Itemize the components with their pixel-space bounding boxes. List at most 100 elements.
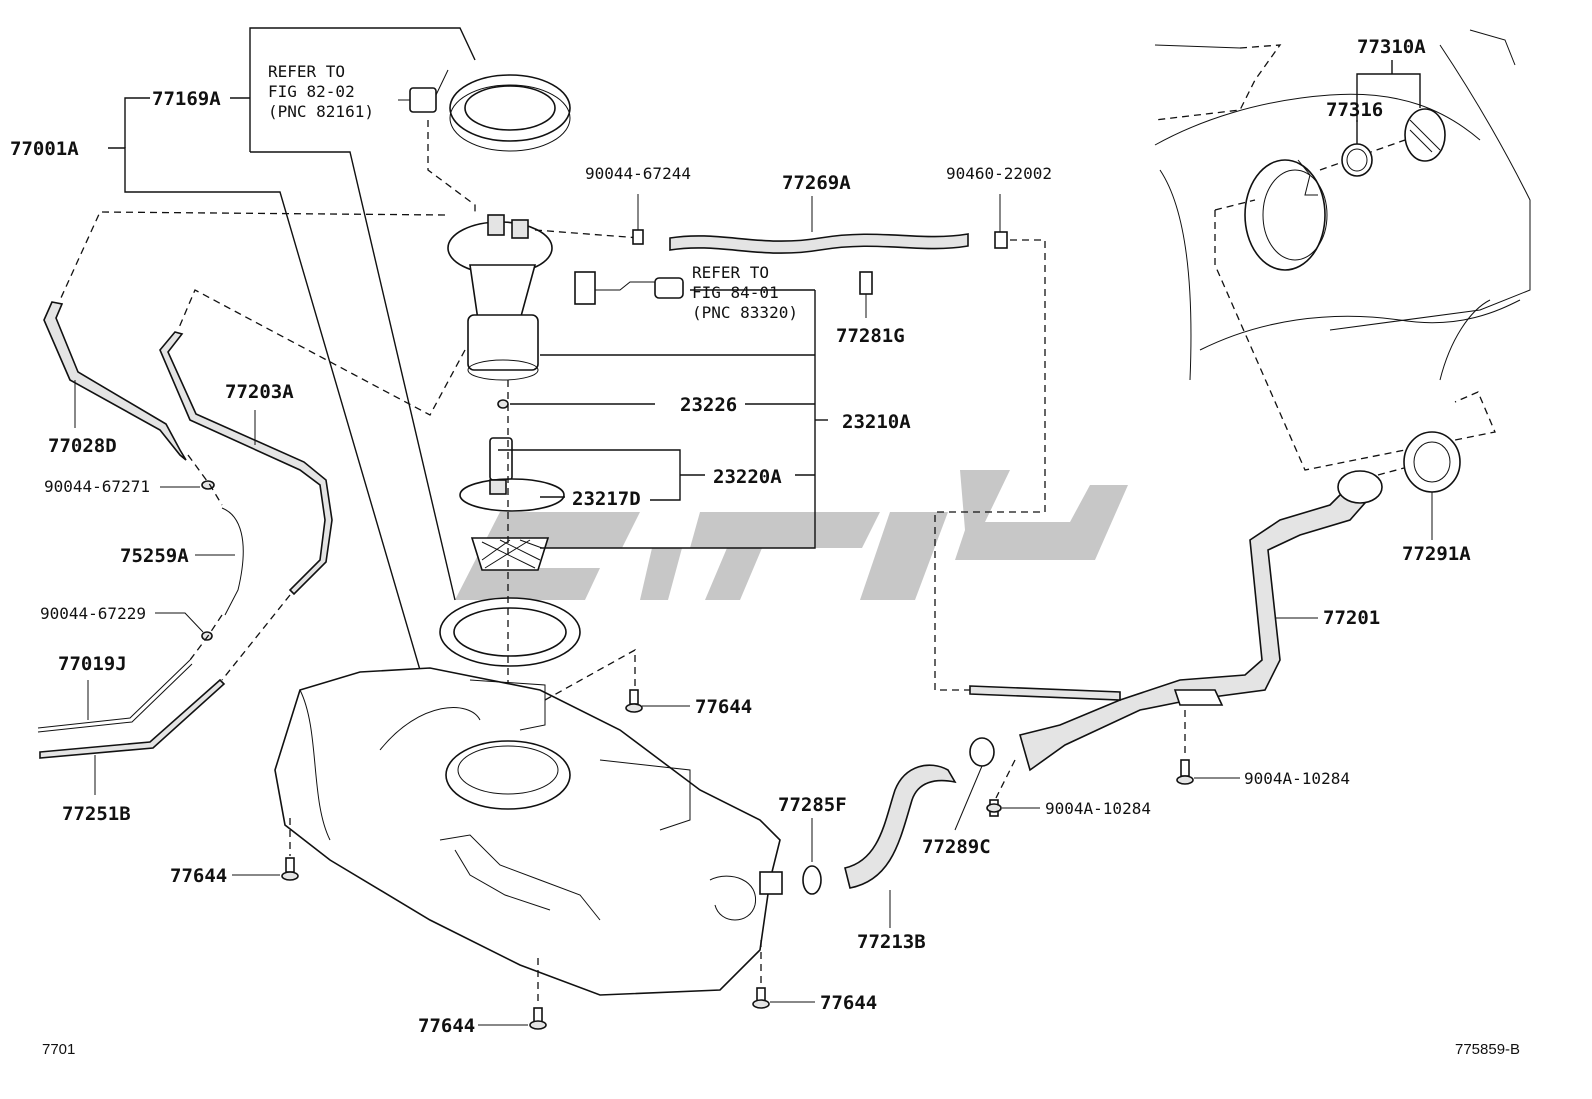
label-90460-22002: 90460-22002: [946, 164, 1052, 183]
dash-77291A: [1377, 467, 1405, 476]
bolt-77644-left: [281, 857, 299, 881]
fuel-tank: [274, 667, 781, 996]
label-77201: 77201: [1323, 607, 1380, 629]
refer-82-line3: (PNC 82161): [268, 102, 374, 121]
part-labels: 77169A 77001A 77028D 90044-67271 77203A …: [10, 36, 1471, 1037]
dash-pump-tube: [59, 211, 446, 301]
leader-77169A-tank: [250, 151, 456, 601]
label-90044-67244: 90044-67244: [585, 164, 691, 183]
clamp-77285F: [802, 818, 822, 895]
hose-75259A: [221, 507, 244, 616]
tank-inlet: [759, 871, 783, 895]
gasket-ring: [439, 597, 581, 667]
refer-84-line3: (PNC 83320): [692, 303, 798, 322]
tube-77019J-b: [37, 663, 193, 733]
label-77251B: 77251B: [62, 803, 131, 825]
dash-77203A: [221, 594, 291, 681]
label-77281G: 77281G: [836, 325, 905, 347]
pump-23220A: [489, 437, 513, 481]
label-23226: 23226: [680, 394, 737, 416]
label-77644-left: 77644: [170, 865, 227, 887]
bracket-23210A: [540, 290, 816, 549]
label-77019J: 77019J: [58, 653, 127, 675]
label-77289C: 77289C: [922, 836, 991, 858]
refer-84-line2: FIG 84-01: [692, 283, 779, 302]
bolt-77644-bottom: [529, 1007, 547, 1030]
label-75259A: 75259A: [120, 545, 189, 567]
label-77291A: 77291A: [1402, 543, 1471, 565]
hose-77269A: [669, 233, 969, 254]
filler-neck: [1337, 470, 1383, 504]
label-90044-67229: 90044-67229: [40, 604, 146, 623]
clamp-77289C: [954, 737, 995, 831]
valve-77281G: [859, 271, 873, 318]
connector-82161: [409, 69, 449, 113]
dash-pump-clip: [534, 229, 641, 239]
tube-77019J: [37, 659, 191, 729]
drawing-id: 775859-B: [1455, 1041, 1520, 1058]
label-77644-top: 77644: [695, 696, 752, 718]
watermark-logo: [455, 470, 1128, 624]
grommet-77291A: [1403, 431, 1461, 493]
strainer-23210A: [470, 537, 550, 571]
bolt-77644-right: [752, 987, 770, 1009]
breather-tube: [969, 685, 1121, 701]
tube-77251B: [39, 678, 226, 759]
retainer-ring: [449, 74, 571, 152]
tube-77028D: [43, 301, 187, 461]
label-77644-bottom: 77644: [418, 1015, 475, 1037]
body-panel-view: [1154, 29, 1531, 381]
sender-gauge-83320: [574, 271, 684, 305]
dash-67271: [187, 454, 223, 506]
refer-82-line1: REFER TO: [268, 62, 345, 81]
clip-90044-67244: [632, 229, 644, 245]
label-23220A: 23220A: [713, 466, 782, 488]
leader-77001A: [108, 147, 421, 671]
tube-77203A: [159, 331, 333, 596]
dash-tank-top-bolt: [544, 648, 636, 701]
clip-90460-22002: [994, 231, 1008, 249]
bracket-bolt-9004A-a: [1173, 689, 1224, 785]
clip-90044-67229: [201, 631, 213, 641]
filter-23217D: [459, 478, 565, 512]
group-bracket-77169A: [249, 27, 476, 152]
label-9004A-10284-a: 9004A-10284: [1244, 769, 1350, 788]
label-77310A: 77310A: [1357, 36, 1426, 58]
label-77203A: 77203A: [225, 381, 294, 403]
label-77001A: 77001A: [10, 138, 79, 160]
dash-breather: [934, 239, 1046, 691]
fuel-pump-assembly: [447, 214, 553, 381]
figure-number: 7701: [42, 1041, 75, 1058]
label-77285F: 77285F: [778, 794, 847, 816]
hose-77213B: [844, 764, 957, 889]
bolt-77644-top: [625, 689, 643, 713]
dash-pump-tube2: [177, 289, 466, 416]
dash-cap-axis: [1319, 139, 1406, 171]
bolt-9004A-b: [986, 799, 1002, 817]
gasket-23226: [497, 399, 509, 409]
dash-cap-left: [1214, 199, 1256, 211]
label-77269A: 77269A: [782, 172, 851, 194]
refer-fig-84-01: REFER TO FIG 84-01 (PNC 83320): [692, 263, 798, 322]
refer-82-line2: FIG 82-02: [268, 82, 355, 101]
refer-fig-82-02: REFER TO FIG 82-02 (PNC 82161): [268, 62, 374, 121]
label-77644-right: 77644: [820, 992, 877, 1014]
dash-67229: [189, 614, 223, 661]
label-77316: 77316: [1326, 99, 1383, 121]
fuel-cap-77310A: [1404, 108, 1446, 162]
label-23217D: 23217D: [572, 488, 641, 510]
label-77028D: 77028D: [48, 435, 117, 457]
label-90044-67271: 90044-67271: [44, 477, 150, 496]
refer-84-line1: REFER TO: [692, 263, 769, 282]
gasket-77316-inner: [1346, 148, 1368, 172]
bracket-77310A: [1356, 73, 1421, 122]
leader-90044-67229: [155, 612, 204, 633]
dash-connector: [427, 120, 476, 215]
label-77169A: 77169A: [152, 88, 221, 110]
label-9004A-10284-b: 9004A-10284: [1045, 799, 1151, 818]
label-23210A: 23210A: [842, 411, 911, 433]
bracket-77001A-top: [124, 97, 150, 148]
dash-9004A-b: [995, 759, 1016, 799]
dash-cap-region: [1214, 210, 1496, 471]
